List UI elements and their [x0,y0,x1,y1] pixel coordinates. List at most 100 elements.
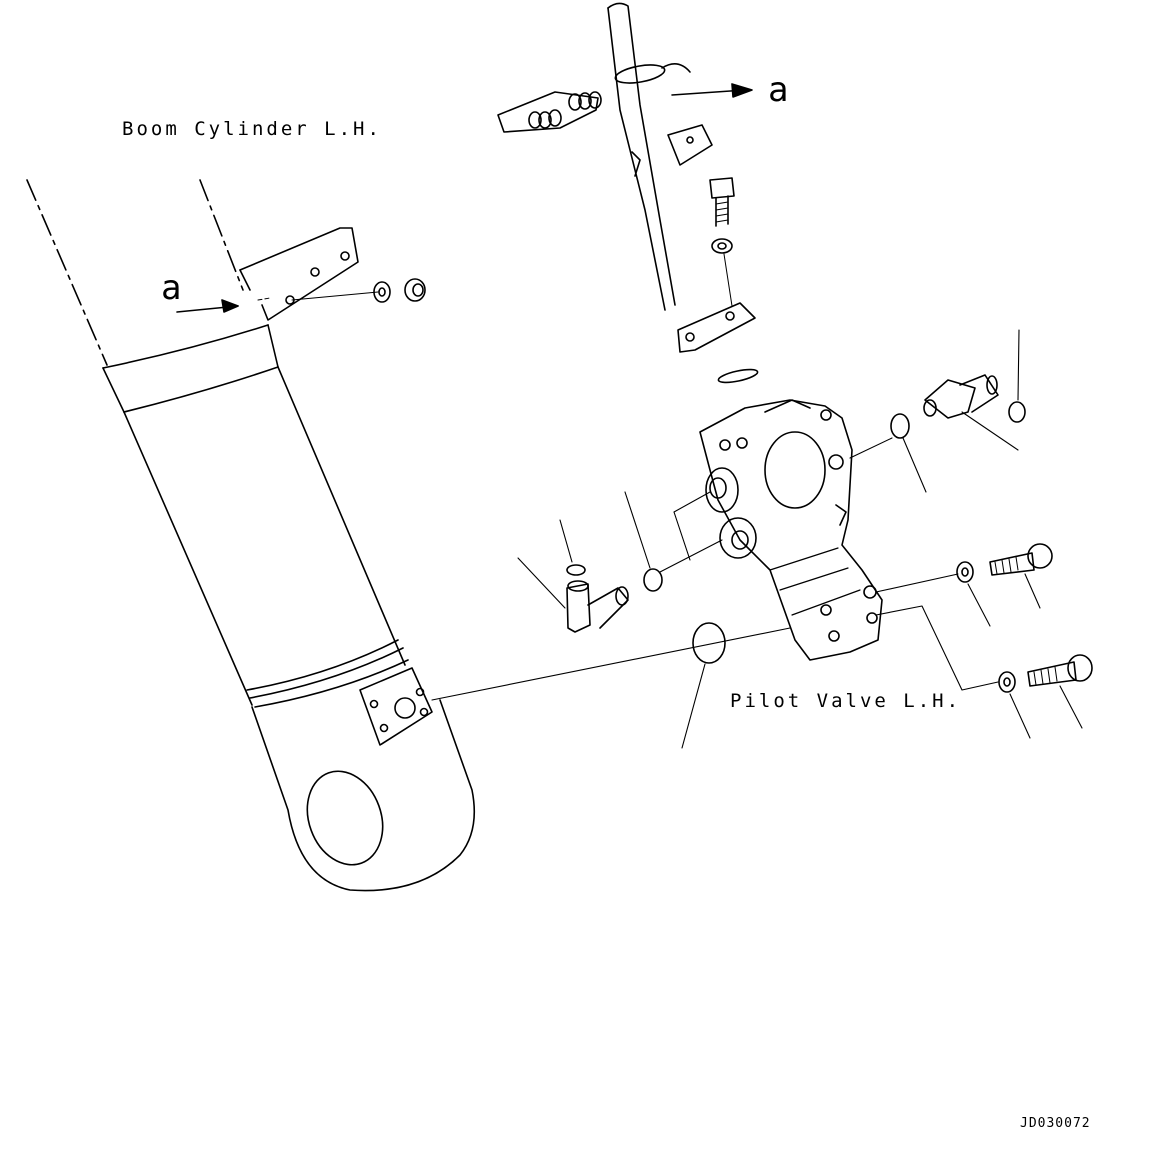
valve-rib [769,547,861,616]
bolt-thread [715,201,729,223]
arrowhead-icon [731,83,753,98]
washer-icon [956,561,974,583]
leader-line [723,253,733,307]
washer-icon [998,671,1016,693]
leader-line [673,511,691,561]
bolt-head-icon [1027,543,1053,569]
callout-line [559,519,573,563]
cylinder-centerline-right [199,179,244,291]
clip-stud [588,91,602,109]
cylinder-ring-2 [249,647,404,699]
boss-bolt-hole [415,687,425,697]
valve-bolt-upper [956,543,1053,627]
flange-hole [685,332,695,342]
o-ring-large [681,622,726,749]
o-ring-small-1 [624,491,663,592]
o-ring-small-3 [1008,329,1026,423]
clip-stud [578,92,592,110]
elbow-fitting-icon [566,583,591,633]
fitting-arm [959,374,999,413]
cylinder-end-eye [251,699,476,892]
valve-bolt-hole [863,585,877,599]
valve-bolt-hole [736,437,748,449]
arrow-dashed [257,297,271,301]
pipe-left [607,7,666,311]
reference-mark-left: a [161,268,182,308]
callout-line [961,411,1019,451]
leader-line [291,291,379,301]
pilot-valve-label: Pilot Valve L.H. [730,690,962,712]
bolt-shank [715,195,729,227]
boom-cylinder [26,179,476,892]
callout-line [624,491,651,569]
callout-line [902,437,927,493]
callout-line [1024,573,1041,609]
bolt-head-icon [1067,654,1093,682]
fitting-end [923,399,937,417]
fitting-end [615,586,629,606]
o-ring-icon [566,564,586,576]
cylinder-band-bottom [123,366,279,413]
clip-stud [568,93,582,111]
washer-hole [961,567,969,577]
boss-bolt-hole [419,707,429,717]
pilot-valve [699,399,883,661]
bracket-edge [239,269,251,291]
cylinder-port [394,697,416,719]
ref-arrow-left [176,297,271,313]
valve-bolt-hole [828,454,844,470]
pipe-tab [631,151,641,177]
valve-bolt-lower [998,654,1093,739]
leader-lines [431,437,999,701]
o-ring-icon [643,568,663,592]
cylinder-band-top [102,324,269,369]
clip-stud [538,111,552,129]
flange-hole [725,311,735,321]
pipe-flange-upper [667,124,713,166]
callout-line [1059,685,1083,729]
valve-main-port [764,431,826,509]
valve-side-boss [705,467,739,513]
fitting-opening [567,580,589,592]
o-ring-small-2 [890,413,927,493]
arrowhead-icon [221,299,239,313]
callout-line [517,557,566,609]
o-ring-small-4 [559,519,586,576]
flange-hole [686,136,694,144]
bolt-thread [994,556,1019,575]
leader-line [875,605,999,691]
callout-line [1009,693,1031,739]
cylinder-boss-plate [359,667,433,746]
bolt-shank-icon [989,552,1035,576]
washer-hole [1003,677,1011,687]
clip-block [497,91,599,133]
bracket-hole [310,267,320,277]
pipe-right [607,2,676,306]
nut-hole [412,283,424,297]
cylinder-band-right [267,324,279,368]
o-ring-icon [890,413,910,439]
ref-arrow-top [671,83,753,98]
o-ring-icon [1008,401,1026,423]
drawing-code: JD030072 [1020,1116,1091,1131]
callout-line [967,583,991,627]
o-ring-icon [692,622,726,664]
valve-port-small [731,530,749,550]
cylinder-ring-3 [254,659,409,708]
cylinder-barrel-left [123,411,253,706]
valve-body [699,399,883,661]
valve-lower-boss [719,517,757,559]
pilot-pipe [497,2,759,384]
leader-line [673,491,711,513]
cylinder-ring-1 [246,639,399,691]
valve-notch [835,504,847,526]
clip-stud [548,109,562,127]
leader-line [849,437,893,459]
elbow-fitting-left [517,557,629,633]
bracket-hole [340,251,350,261]
elbow-fitting-icon [924,379,976,419]
washer-hole [717,242,727,250]
bolt-thread [1033,666,1058,686]
valve-bolt-hole [828,630,840,642]
